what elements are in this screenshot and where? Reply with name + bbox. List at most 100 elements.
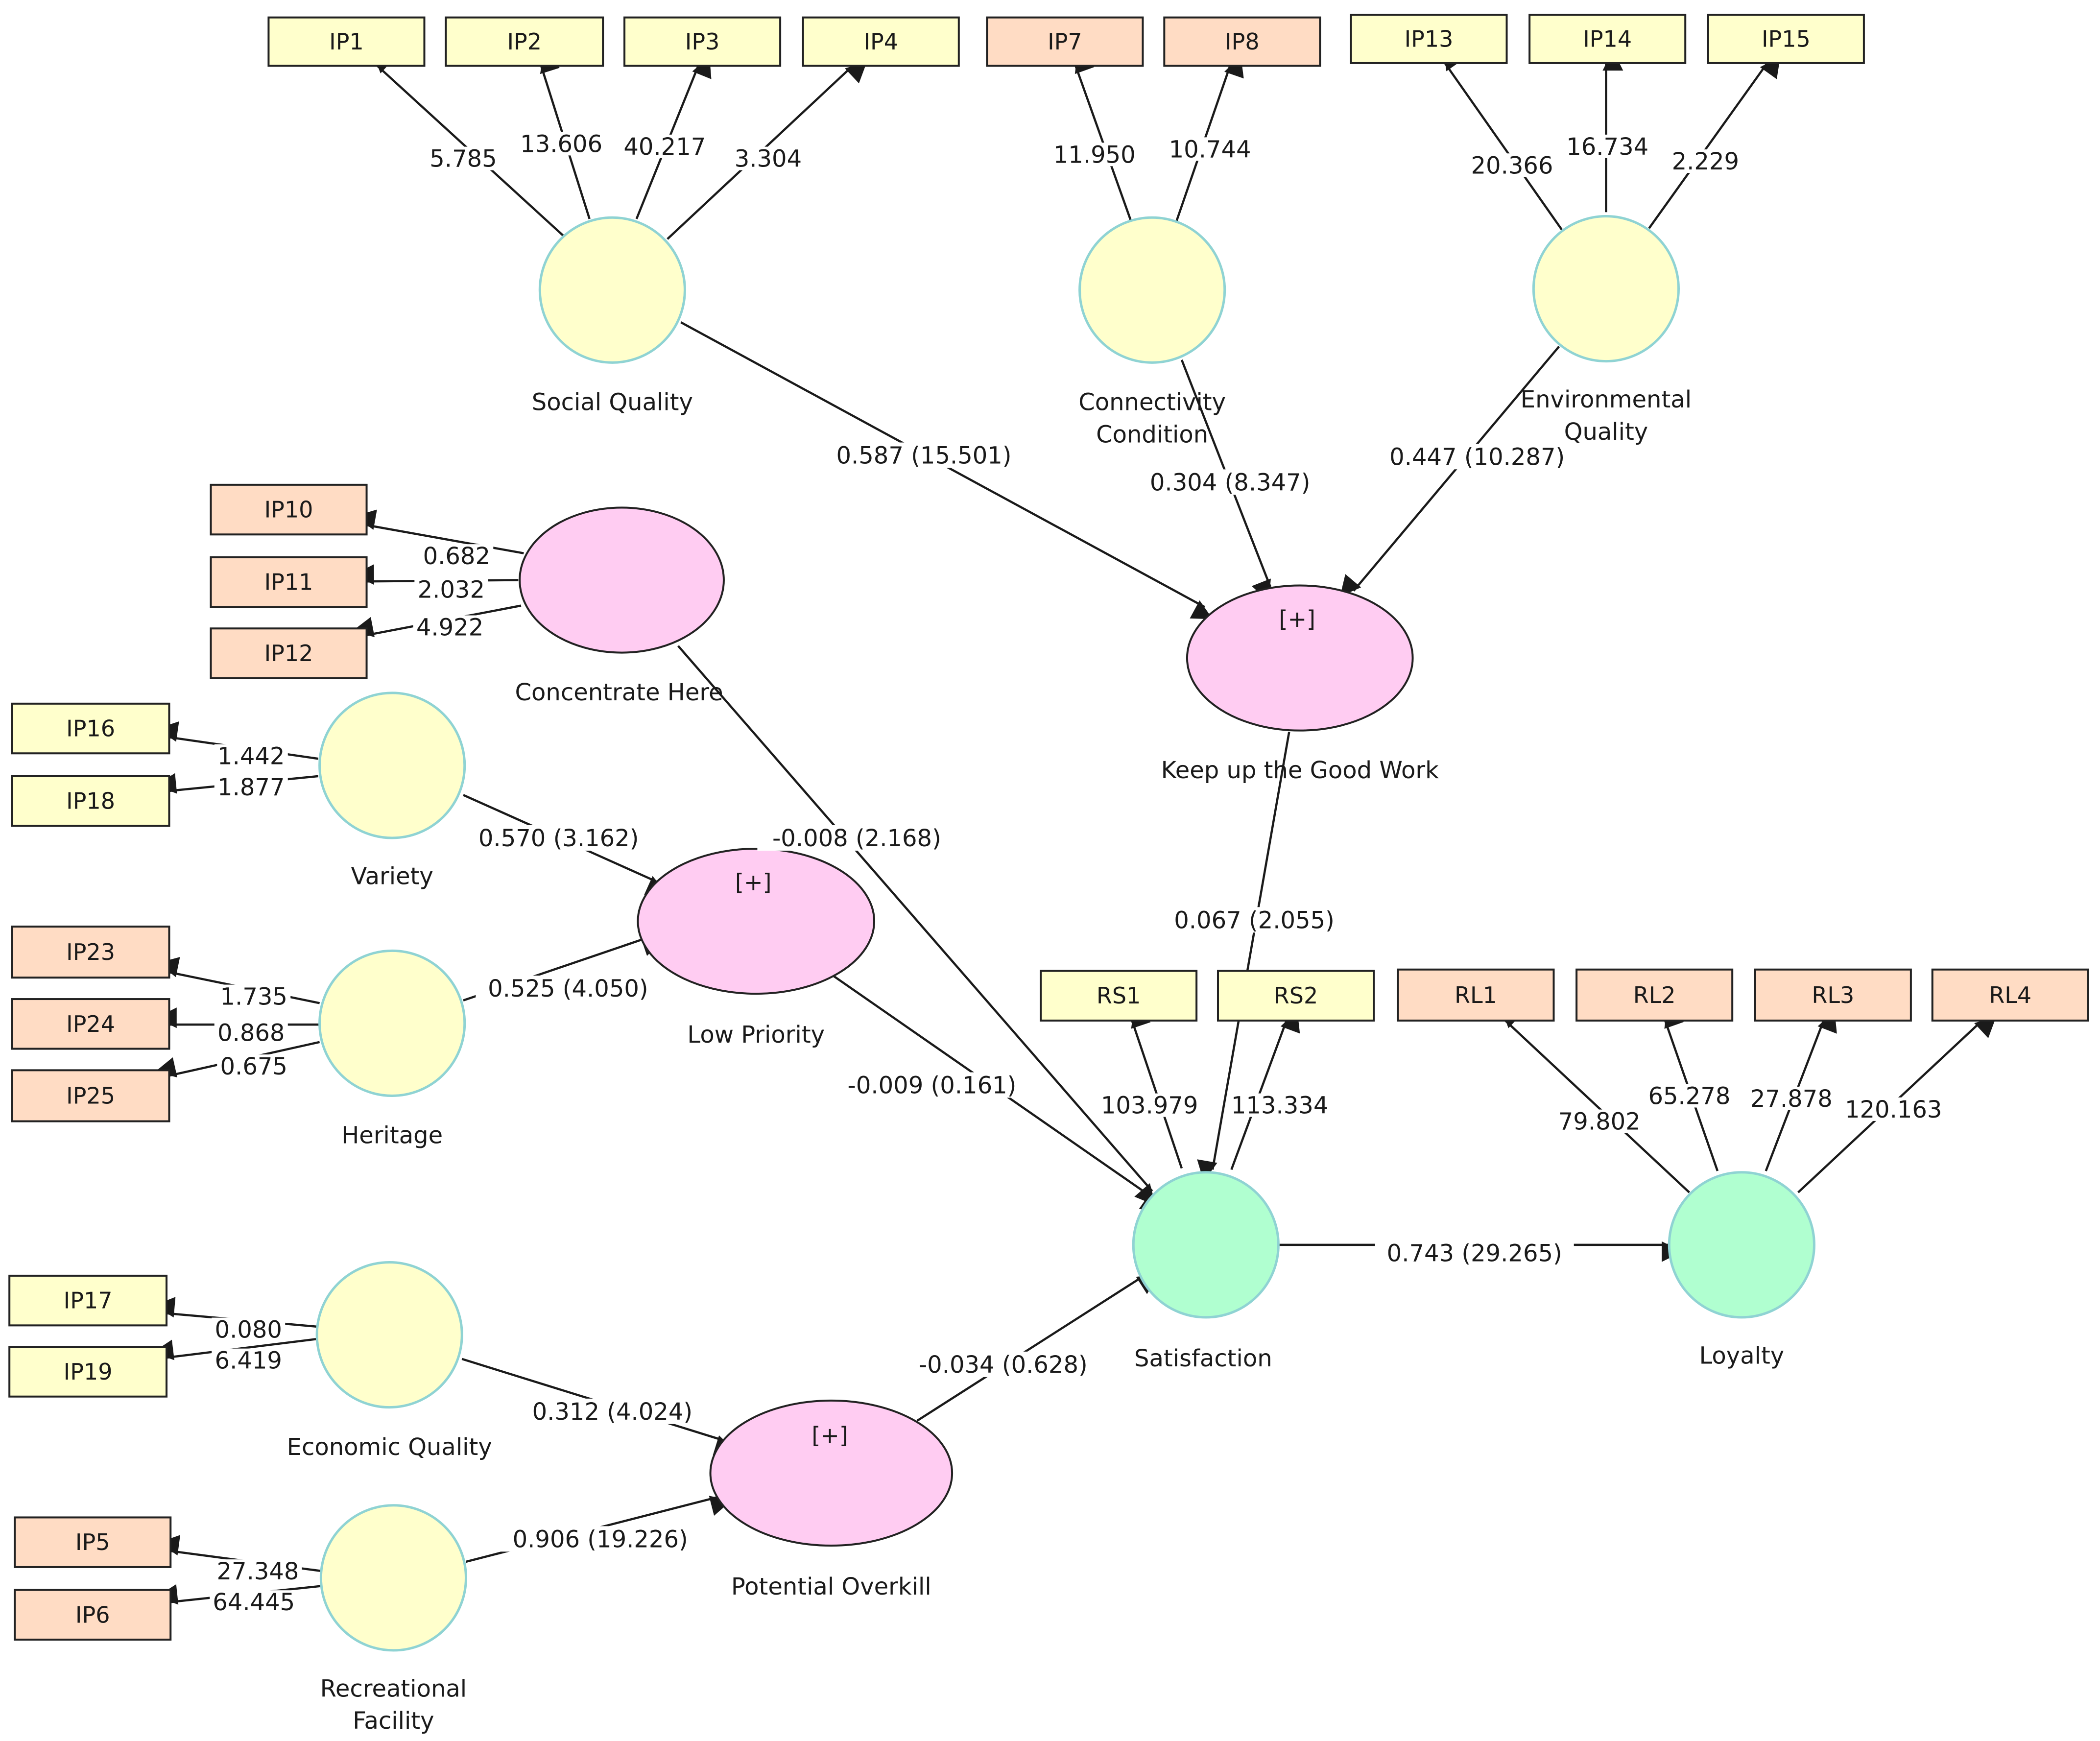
path-coefficient-lowpriority-satisfaction: -0.009 (0.161) xyxy=(848,1072,1017,1099)
indicator-label-ip14: IP14 xyxy=(1583,26,1632,52)
loading-value-ip15: 2.229 xyxy=(1672,148,1739,175)
indicator-box-ip23[interactable] xyxy=(11,925,170,979)
construct-overkill[interactable] xyxy=(709,1399,954,1547)
indicator-box-ip4[interactable] xyxy=(802,16,960,67)
loading-label-bg xyxy=(1098,1093,1201,1117)
loading-value-rl1: 79.802 xyxy=(1558,1108,1641,1136)
indicator-label-rl4: RL4 xyxy=(1989,982,2031,1008)
nodes-layer xyxy=(8,14,2089,1652)
indicator-box-ip19[interactable] xyxy=(8,1346,168,1398)
path-label-bg xyxy=(1162,907,1347,933)
construct-label-satisfaction: Satisfaction xyxy=(1134,1345,1272,1372)
construct-label-connectivity: Connectivity xyxy=(1078,389,1226,416)
indicator-box-rs2[interactable] xyxy=(1217,970,1375,1022)
loading-value-ip16: 1.442 xyxy=(217,743,285,770)
loading-label-bg xyxy=(217,984,291,1008)
indicator-label-ip18: IP18 xyxy=(66,788,115,814)
loading-arrow-ip10 xyxy=(355,509,524,554)
indicator-box-ip15[interactable] xyxy=(1707,14,1865,64)
loading-arrow-rl1 xyxy=(1500,1006,1690,1193)
indicator-box-ip16[interactable] xyxy=(11,702,170,755)
indicator-box-ip8[interactable] xyxy=(1163,16,1321,67)
indicator-label-ip16: IP16 xyxy=(66,715,115,742)
indicator-box-ip3[interactable] xyxy=(623,16,782,67)
loading-value-ip2: 13.606 xyxy=(520,130,602,158)
path-coefficient-overkill-satisfaction: -0.034 (0.628) xyxy=(919,1351,1088,1379)
construct-environmental[interactable] xyxy=(1532,215,1680,363)
construct-label-variety: Variety xyxy=(351,862,433,890)
loading-label-bg xyxy=(214,744,288,768)
loading-label-bg xyxy=(212,1317,286,1341)
path-coefficient-social-keepup: 0.587 (15.501) xyxy=(836,442,1011,470)
construct-social[interactable] xyxy=(538,216,686,364)
indicator-box-ip2[interactable] xyxy=(445,16,604,67)
indicator-label-ip11: IP11 xyxy=(264,569,313,596)
path-label-bg xyxy=(1375,1240,1574,1266)
loading-value-ip17: 0.080 xyxy=(215,1316,282,1344)
expand-tag-overkill[interactable]: [+] xyxy=(811,1422,848,1449)
path-arrow-overkill-satisfaction xyxy=(916,1274,1159,1422)
loading-value-rl4: 120.163 xyxy=(1845,1096,1942,1123)
loading-label-bg xyxy=(1645,1084,1734,1108)
path-label-bg xyxy=(466,825,651,851)
loading-value-ip1: 5.785 xyxy=(430,145,497,173)
loading-value-rs1: 103.979 xyxy=(1101,1092,1198,1120)
indicator-box-ip14[interactable] xyxy=(1528,14,1687,64)
indicator-label-rl3: RL3 xyxy=(1812,982,1854,1008)
construct-loyalty[interactable] xyxy=(1668,1171,1815,1319)
indicator-box-ip1[interactable] xyxy=(267,16,426,67)
indicator-label-ip8: IP8 xyxy=(1225,28,1260,55)
construct-recreational[interactable] xyxy=(319,1504,467,1652)
construct-economic[interactable] xyxy=(315,1261,463,1409)
loading-value-ip24: 0.868 xyxy=(217,1020,285,1047)
indicator-box-ip10[interactable] xyxy=(210,483,368,536)
loading-label-bg xyxy=(414,577,488,601)
indicator-label-ip19: IP19 xyxy=(64,1359,113,1385)
indicator-box-rl2[interactable] xyxy=(1575,968,1734,1022)
indicator-box-ip13[interactable] xyxy=(1350,14,1508,64)
loading-label-bg xyxy=(214,1021,288,1045)
expand-tag-keepup[interactable]: [+] xyxy=(1279,606,1315,632)
construct-label-connectivity-2: Condition xyxy=(1096,421,1208,448)
construct-lowpriority[interactable] xyxy=(637,847,876,995)
construct-connectivity[interactable] xyxy=(1078,216,1226,364)
path-label-bg xyxy=(1378,444,1577,470)
construct-label-recreational: Recreational xyxy=(320,1675,467,1702)
indicator-box-rl3[interactable] xyxy=(1754,968,1912,1022)
indicator-label-rs1: RS1 xyxy=(1097,982,1141,1009)
path-coefficient-connectivity-keepup: 0.304 (8.347) xyxy=(1150,469,1311,496)
path-label-bg xyxy=(501,1526,700,1552)
loading-label-bg xyxy=(420,544,494,568)
construct-variety[interactable] xyxy=(318,692,466,839)
indicator-box-ip25[interactable] xyxy=(11,1069,170,1122)
indicator-label-ip2: IP2 xyxy=(507,28,542,55)
loading-label-bg xyxy=(217,1054,291,1078)
loading-arrow-ip19 xyxy=(152,1337,319,1360)
indicator-box-rs1[interactable] xyxy=(1040,970,1198,1022)
indicator-box-ip17[interactable] xyxy=(8,1274,168,1327)
loading-label-bg xyxy=(413,615,487,639)
construct-label-economic: Economic Quality xyxy=(287,1433,492,1461)
indicator-box-ip24[interactable] xyxy=(11,998,170,1050)
construct-keepup[interactable] xyxy=(1186,584,1414,732)
indicator-box-ip6[interactable] xyxy=(14,1589,172,1641)
loading-value-ip25: 0.675 xyxy=(220,1053,287,1080)
indicator-box-rl4[interactable] xyxy=(1931,968,2089,1022)
construct-heritage[interactable] xyxy=(318,949,466,1097)
construct-concentrate[interactable] xyxy=(519,506,725,654)
path-label-bg xyxy=(1138,469,1323,495)
construct-satisfaction[interactable] xyxy=(1132,1171,1280,1319)
indicator-label-ip3: IP3 xyxy=(685,28,720,55)
indicator-box-ip11[interactable] xyxy=(210,556,368,608)
loading-arrow-ip13 xyxy=(1443,48,1563,231)
construct-label-lowpriority: Low Priority xyxy=(687,1021,825,1049)
indicator-label-ip12: IP12 xyxy=(264,640,313,667)
indicator-label-ip23: IP23 xyxy=(66,939,115,965)
indicator-box-ip7[interactable] xyxy=(986,16,1144,67)
indicator-box-ip5[interactable] xyxy=(14,1516,172,1568)
path-coefficient-heritage-lowpriority: 0.525 (4.050) xyxy=(488,975,648,1002)
indicator-box-ip12[interactable] xyxy=(210,627,368,679)
indicator-box-ip18[interactable] xyxy=(11,775,170,827)
expand-tag-lowpriority[interactable]: [+] xyxy=(735,869,771,895)
indicator-box-rl1[interactable] xyxy=(1397,968,1555,1022)
